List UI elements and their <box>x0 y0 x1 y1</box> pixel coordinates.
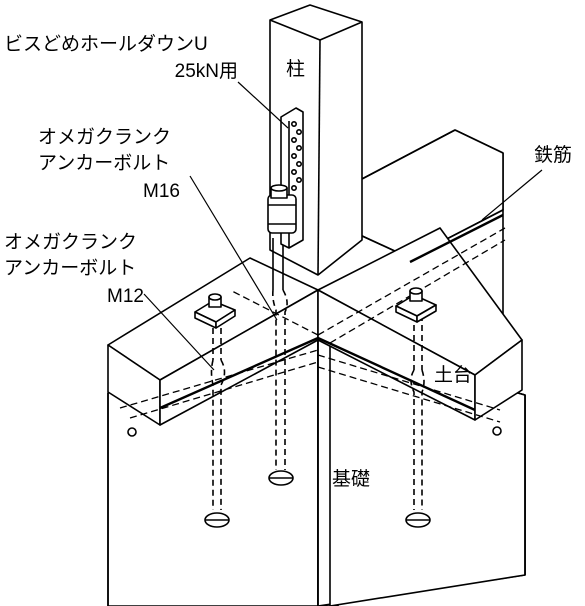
anchor-nut-right <box>395 287 437 323</box>
label-omega-m16-line2: アンカーボルト <box>38 153 171 174</box>
label-foundation: 基礎 <box>332 469 371 490</box>
label-omega-m16-line3: M16 <box>143 181 180 202</box>
label-sill: 土台 <box>434 365 473 386</box>
rebar-band <box>159 213 504 412</box>
label-omega-m12-line2: アンカーボルト <box>4 258 137 279</box>
label-omega-m16-line1: オメガクランク <box>38 127 172 148</box>
anchor-bolt-m16 <box>268 238 294 486</box>
hold-down-hardware <box>267 107 304 249</box>
rebar-end-left <box>127 427 137 437</box>
rebar-end-right <box>492 426 502 436</box>
label-hold-down-line2: 25kN用 <box>174 61 238 82</box>
label-omega-m12-line1: オメガクランク <box>4 232 138 253</box>
anchor-bolt-m12-left <box>204 308 230 528</box>
anchor-bolt-m12-right <box>405 315 431 528</box>
label-rebar: 鉄筋 <box>534 145 573 166</box>
leader-lines <box>143 81 543 371</box>
label-hold-down-line1: ビスどめホールダウンU <box>4 34 208 55</box>
anchor-nut-left <box>194 293 236 329</box>
label-post: 柱 <box>286 59 306 80</box>
label-omega-m12-line3: M12 <box>107 286 144 307</box>
